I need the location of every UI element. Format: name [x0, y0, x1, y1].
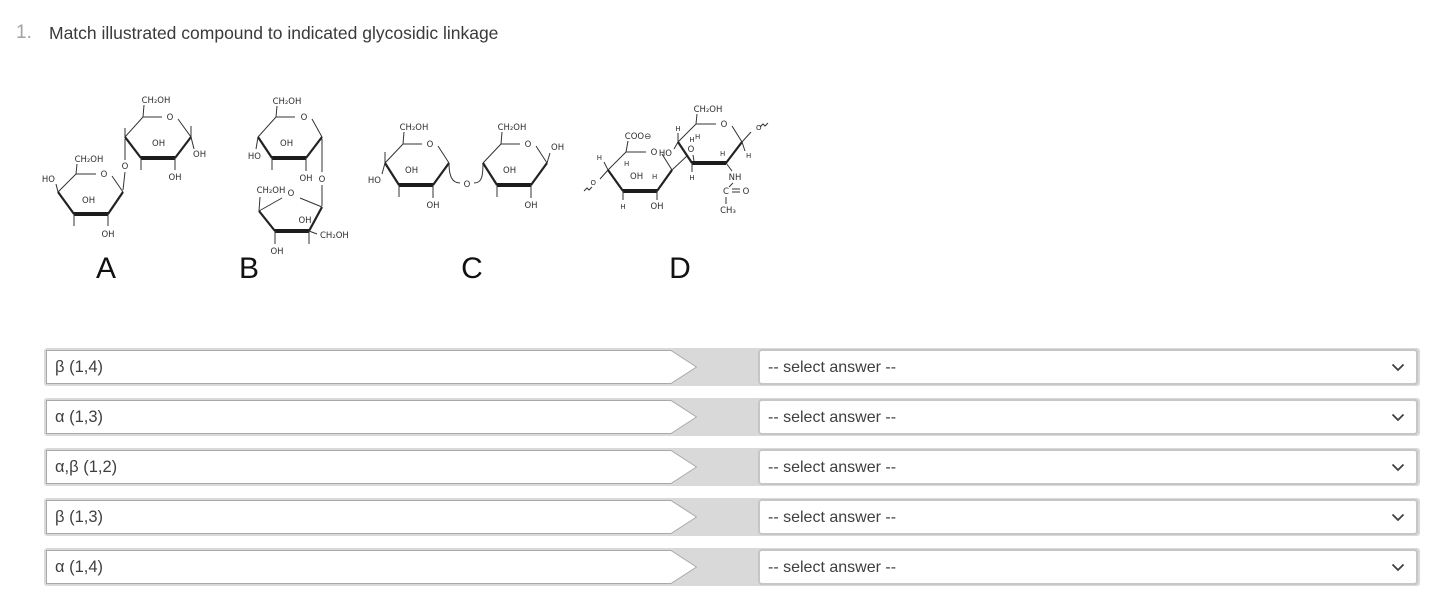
chem-label: CH₂OH: [694, 105, 723, 115]
chem-label: C: [723, 187, 729, 197]
linkage-banner-2[interactable]: α (1,3): [46, 400, 697, 434]
chem-label: OH: [405, 166, 418, 176]
linkage-banner-1[interactable]: β (1,4): [46, 350, 697, 384]
chem-label: O: [464, 180, 471, 190]
chem-label: O: [319, 175, 326, 185]
chem-label: H: [746, 152, 751, 160]
chem-label: H: [689, 136, 694, 144]
chem-label: OH: [82, 196, 95, 206]
answer-select-1[interactable]: -- select answer --: [758, 349, 1418, 385]
answer-select-3[interactable]: -- select answer --: [758, 449, 1418, 485]
question-number: 1.: [16, 22, 32, 43]
banner-arrow-shape: [46, 550, 697, 584]
chem-label: OH: [152, 139, 165, 149]
structure-c: O CH₂OH HO OH OH O O CH₂OH OH OH OH C: [368, 123, 564, 285]
figure-label-a: A: [96, 252, 116, 285]
chem-label: H: [695, 133, 700, 141]
chem-label: OH: [299, 174, 312, 184]
match-row-4: β (1,3) -- select answer --: [44, 498, 1420, 536]
chem-label: OH: [524, 201, 537, 211]
chem-label: CH₃: [720, 206, 736, 216]
chem-label: OH: [551, 143, 564, 153]
chem-label: H: [624, 160, 629, 168]
chem-label: O: [427, 140, 434, 150]
chem-label: OH: [168, 173, 181, 183]
chem-label: O: [743, 187, 750, 197]
question-text: Match illustrated compound to indicated …: [49, 23, 499, 43]
match-row-2: α (1,3) -- select answer --: [44, 398, 1420, 436]
chem-label: O: [122, 162, 129, 172]
chem-label: H: [720, 150, 725, 158]
match-row-1: β (1,4) -- select answer --: [44, 348, 1420, 386]
chem-label: O: [301, 113, 308, 123]
linkage-banner-5[interactable]: α (1,4): [46, 550, 697, 584]
chem-label: CH₂OH: [273, 97, 302, 107]
chem-label: OH: [650, 202, 663, 212]
chem-label: O: [525, 140, 532, 150]
chem-label: OH: [270, 247, 283, 257]
chem-label: OH: [101, 230, 114, 240]
linkage-banner-3[interactable]: α,β (1,2): [46, 450, 697, 484]
chem-label: HO: [368, 176, 381, 186]
linkage-label: β (1,3): [55, 508, 104, 526]
chem-label: OH: [503, 166, 516, 176]
chem-label: H: [597, 154, 602, 162]
chem-label: H: [620, 203, 625, 211]
linkage-label: α (1,3): [55, 408, 104, 426]
banner-arrow-shape: [46, 350, 697, 384]
chem-label: O: [288, 189, 295, 199]
chem-label: CH₂OH: [320, 231, 349, 241]
chem-label: O: [101, 170, 108, 180]
banner-arrow-shape: [46, 450, 697, 484]
chem-label: CH₂OH: [75, 155, 104, 165]
match-row-3: α,β (1,2) -- select answer --: [44, 448, 1420, 486]
chem-label: O: [756, 124, 762, 132]
figure-label-c: C: [461, 252, 483, 285]
chem-label: HO: [42, 175, 55, 185]
chem-label: H: [652, 173, 657, 181]
chem-label: OH: [280, 139, 293, 149]
banner-arrow-shape: [46, 400, 697, 434]
linkage-label: α (1,4): [55, 558, 104, 576]
chem-label: OH: [298, 216, 311, 226]
match-row-5: α (1,4) -- select answer --: [44, 548, 1420, 586]
answer-select-5[interactable]: -- select answer --: [758, 549, 1418, 585]
linkage-label: α,β (1,2): [55, 458, 118, 476]
linkage-label: β (1,4): [55, 358, 104, 376]
banner-arrow-shape: [46, 500, 697, 534]
compound-structures-svg: O CH₂OH OH OH OH O O CH₂OH HO OH OH: [42, 96, 769, 285]
structure-a: O CH₂OH OH OH OH O O CH₂OH HO OH OH: [42, 96, 206, 285]
chem-label: H: [689, 174, 694, 182]
chem-label: O: [651, 148, 658, 158]
answer-select-4[interactable]: -- select answer --: [758, 499, 1418, 535]
matching-list: β (1,4) -- select answer -- α (1,3) -- s…: [44, 348, 1420, 598]
chem-label: OH: [193, 150, 206, 160]
chem-label: O: [590, 179, 596, 187]
figure-label-b: B: [239, 252, 259, 285]
chem-label: H: [675, 125, 680, 133]
chem-label: O: [167, 113, 174, 123]
chem-label: CH₂OH: [257, 186, 286, 196]
chem-label: NH: [729, 173, 742, 183]
linkage-banner-4[interactable]: β (1,3): [46, 500, 697, 534]
chem-label: OH: [630, 172, 643, 182]
chem-label: O: [721, 120, 728, 130]
structure-d: O COO⊖ H H OH H O H OH O H HO O CH₂OH: [583, 105, 769, 285]
chem-label: OH: [426, 201, 439, 211]
chem-label: HO: [248, 152, 261, 162]
structure-b: O CH₂OH OH HO OH O O CH₂OH OH CH₂OH OH B: [239, 97, 349, 285]
chem-label: CH₂OH: [400, 123, 429, 133]
chem-label: O: [688, 145, 695, 155]
chem-label: HO: [659, 149, 672, 159]
chem-label: COO⊖: [625, 132, 651, 142]
chem-label: CH₂OH: [498, 123, 527, 133]
figure-label-d: D: [669, 252, 691, 285]
chem-label: CH₂OH: [142, 96, 171, 106]
answer-select-2[interactable]: -- select answer --: [758, 399, 1418, 435]
